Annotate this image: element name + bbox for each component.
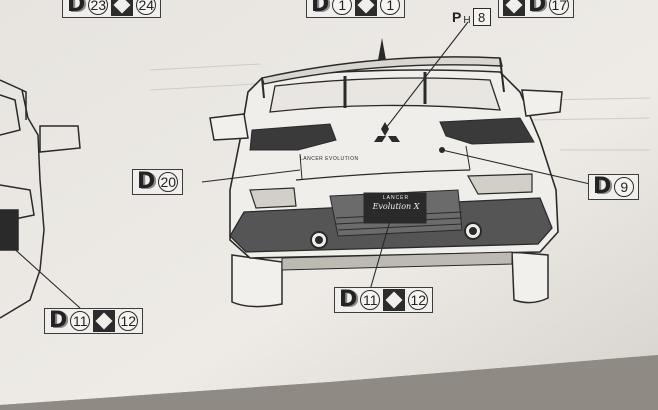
position-cross-icon [503,0,525,16]
callout-number: 20 [158,172,179,192]
decal-sheet-letter: D [593,174,612,199]
callout-top-right-2: D 17 [498,0,575,18]
callout-number: 11 [70,311,91,331]
position-cross-icon [111,0,134,16]
callout-bottom-left: D 11 12 [44,308,144,334]
decal-sheet-letter: D [67,0,86,17]
callout-number: 24 [136,0,157,15]
page-shadow [0,355,658,410]
callout-number: 12 [408,290,429,310]
callout-number: 11 [360,290,381,310]
badge-line1: LANCER [382,195,410,201]
decal-sheet-letter: D [49,308,68,333]
callout-top-right: D 1 1 [306,0,406,18]
callout-number: 12 [118,311,139,331]
decal-sheet-letter: D [528,0,547,17]
callout-top-left: D 23 24 [62,0,162,18]
callout-bottom-center: D 11 12 [334,287,434,313]
pin-number: 8 [472,8,491,26]
badge-line2: Evolution X [372,202,420,211]
position-cross-icon [355,0,378,16]
decal-sheet-letter: D [311,0,330,17]
callout-right-mid: D 9 [588,174,640,200]
callout-number: 23 [88,0,109,15]
decal-sheet-letter: D [137,169,156,194]
callout-number: 1 [380,0,401,15]
callout-number: 1 [332,0,353,15]
pin-subscript: H [463,14,471,26]
badge-plate: LANCER Evolution X [367,195,425,221]
pin-letter: P [452,9,462,25]
position-cross-icon [383,289,406,311]
callout-number: 9 [614,177,635,197]
trunk-badge-text: LANCER EVOLUTION [300,156,359,162]
leader-lines [0,21,591,309]
callout-number: 17 [549,0,570,15]
decal-sheet-letter: D [339,287,358,312]
callout-left-mid: D 20 [132,169,184,195]
rear-car-drawing [209,38,563,308]
position-cross-icon [93,310,116,332]
